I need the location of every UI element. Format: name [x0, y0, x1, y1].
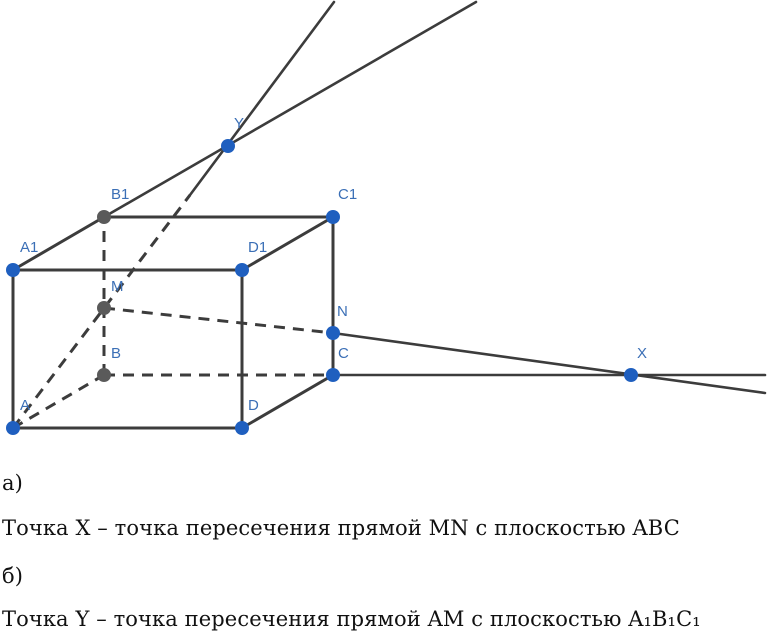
label-d: D — [248, 397, 259, 414]
answer-b-text: Точка Y – точка пересечения прямой AM с … — [2, 607, 701, 631]
point-x — [624, 368, 638, 382]
cube-section-diagram: A D C B A1 D1 C1 B1 M N X Y — [6, 0, 767, 435]
hidden-segment-m-n — [103, 306, 334, 335]
point-n — [326, 326, 340, 340]
label-c1: C1 — [338, 186, 357, 203]
label-b1: B1 — [111, 186, 129, 203]
label-y: Y — [234, 115, 244, 132]
label-b: B — [111, 345, 121, 362]
label-a: A — [20, 397, 30, 414]
label-x: X — [637, 345, 647, 362]
label-d1: D1 — [248, 239, 267, 256]
line-mn-extension — [331, 331, 767, 395]
label-c: C — [338, 345, 349, 362]
point-a — [6, 421, 20, 435]
point-c1 — [326, 210, 340, 224]
line-am-extension — [188, 0, 336, 197]
point-b — [97, 368, 111, 382]
point-d — [235, 421, 249, 435]
edge-a1-b1 — [11, 215, 106, 272]
point-b1 — [97, 210, 111, 224]
point-a1 — [6, 263, 20, 277]
label-a1: A1 — [20, 239, 38, 256]
part-a-label: а) — [2, 471, 23, 495]
label-m: M — [111, 278, 124, 295]
label-n: N — [337, 303, 348, 320]
edge-d1-c1 — [240, 215, 335, 272]
point-c — [326, 368, 340, 382]
part-b-label: б) — [2, 564, 24, 588]
edge-d-c — [240, 373, 335, 430]
point-d1 — [235, 263, 249, 277]
hidden-segment-a-m-y — [11, 194, 192, 429]
point-y — [221, 139, 235, 153]
point-m — [97, 301, 111, 315]
line-b1-y — [102, 0, 478, 219]
answer-a-text: Точка X – точка пересечения прямой MN с … — [2, 516, 680, 540]
